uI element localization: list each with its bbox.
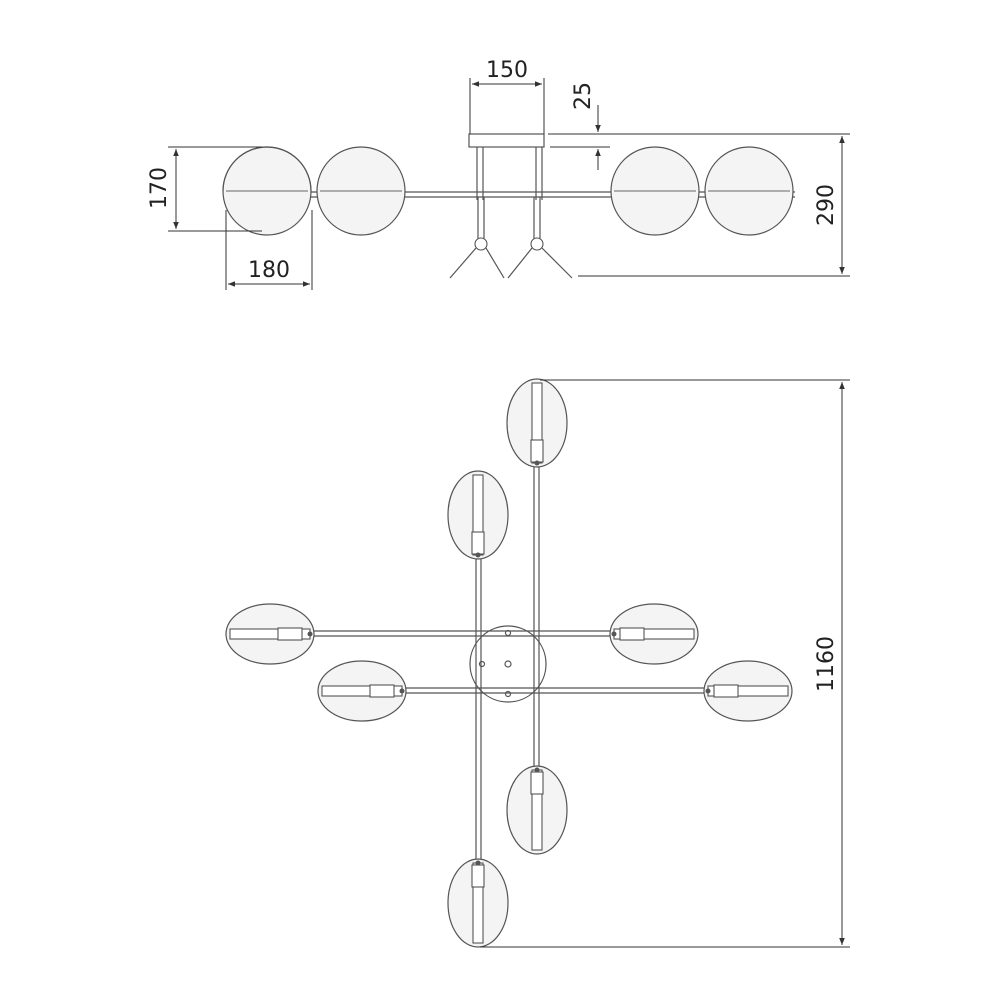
side-shade-4 [704, 146, 794, 236]
dim-label-290: 290 [814, 184, 839, 226]
dim-shade-height: 170 [147, 146, 262, 232]
dim-label-150: 150 [486, 58, 528, 83]
dim-total-height: 290 [548, 133, 850, 277]
dim-label-1160: 1160 [814, 636, 839, 692]
side-spot-left [449, 197, 505, 279]
ceiling-plate [469, 625, 547, 703]
dim-label-25: 25 [571, 82, 596, 110]
top-shade-bottom-right [506, 765, 568, 855]
top-shade-top-left [447, 470, 509, 560]
top-shade-bottom-left [447, 858, 509, 948]
dim-canopy-width: 150 [469, 58, 545, 134]
side-shade-3 [610, 146, 700, 236]
side-spot-right [507, 197, 573, 279]
dim-label-170: 170 [147, 167, 172, 209]
side-view [222, 133, 795, 279]
top-shade-left-lower [317, 660, 407, 722]
top-shade-right-upper [609, 603, 699, 665]
dim-label-180: 180 [248, 258, 290, 283]
side-shade-1 [222, 146, 312, 236]
dim-overall-length: 1160 [480, 379, 850, 948]
top-view [225, 378, 793, 948]
canopy [468, 133, 545, 148]
dim-canopy-height: 25 [550, 82, 610, 170]
top-shade-left-upper [225, 603, 315, 665]
side-shade-2 [316, 146, 406, 236]
top-shade-right-lower [703, 660, 793, 722]
dim-shade-width: 180 [225, 210, 313, 290]
top-shade-top-right [506, 378, 568, 468]
